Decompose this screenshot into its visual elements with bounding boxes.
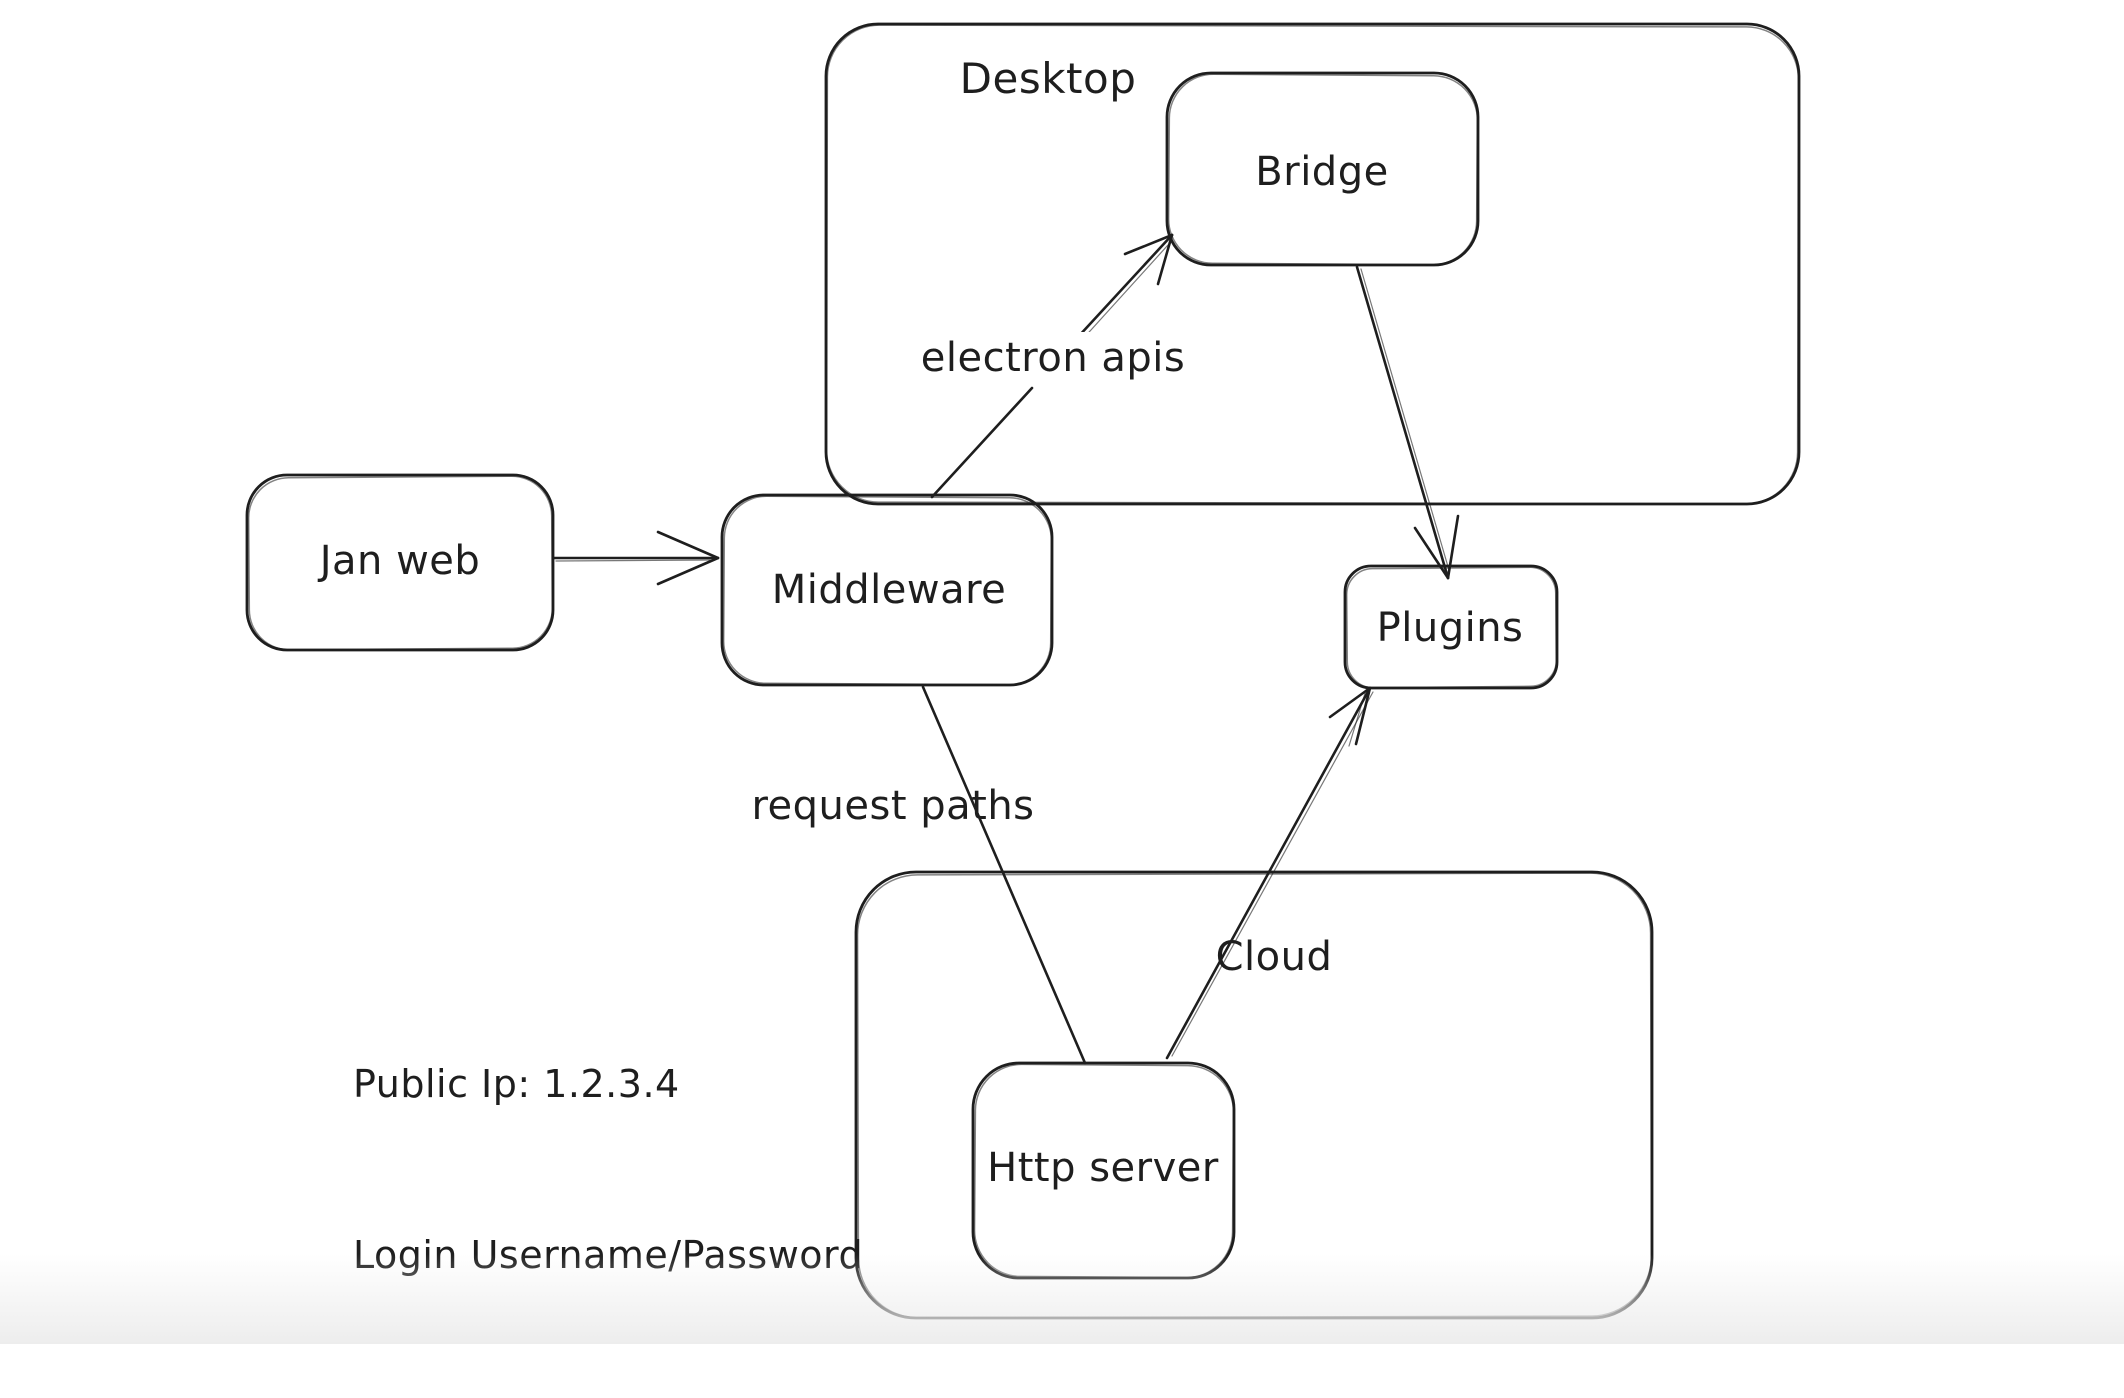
- middleware-node-label[interactable]: Middleware: [771, 567, 1007, 613]
- cloud-credentials-note[interactable]: Public Ip: 1.2.3.4 Login Username/Passwo…: [353, 942, 863, 1398]
- middleware-node-box[interactable]: [720, 493, 1054, 687]
- diagram-shapes: [245, 22, 1801, 1320]
- arrow-bridge-to-plugins[interactable]: [1355, 265, 1460, 580]
- arrow-jan-web-to-middleware[interactable]: [552, 530, 720, 586]
- jan-web-node-box[interactable]: [245, 473, 555, 652]
- whiteboard-canvas[interactable]: Desktop Cloud Bridge Jan web Middleware …: [0, 0, 2124, 1344]
- cloud-container-label[interactable]: Cloud: [1215, 934, 1333, 980]
- desktop-container-label[interactable]: Desktop: [959, 53, 1137, 103]
- bridge-node-box[interactable]: [1165, 71, 1480, 267]
- electron-apis-edge-label[interactable]: electron apis: [908, 332, 1198, 384]
- bridge-node-label[interactable]: Bridge: [1255, 149, 1389, 195]
- plugins-node-label[interactable]: Plugins: [1376, 605, 1524, 651]
- public-ip-note-line: Public Ip: 1.2.3.4: [353, 1062, 680, 1106]
- arrow-middleware-to-bridge[interactable]: [930, 233, 1174, 499]
- login-note-line: Login Username/Password: [353, 1233, 864, 1277]
- desktop-container-box[interactable]: [824, 22, 1801, 506]
- http-server-node-label[interactable]: Http server: [987, 1145, 1219, 1191]
- arrow-http-server-to-plugins[interactable]: [1165, 686, 1374, 1060]
- request-paths-edge-label[interactable]: request paths: [751, 783, 1035, 829]
- jan-web-node-label[interactable]: Jan web: [319, 538, 481, 584]
- line-middleware-to-http-server[interactable]: [921, 685, 1087, 1065]
